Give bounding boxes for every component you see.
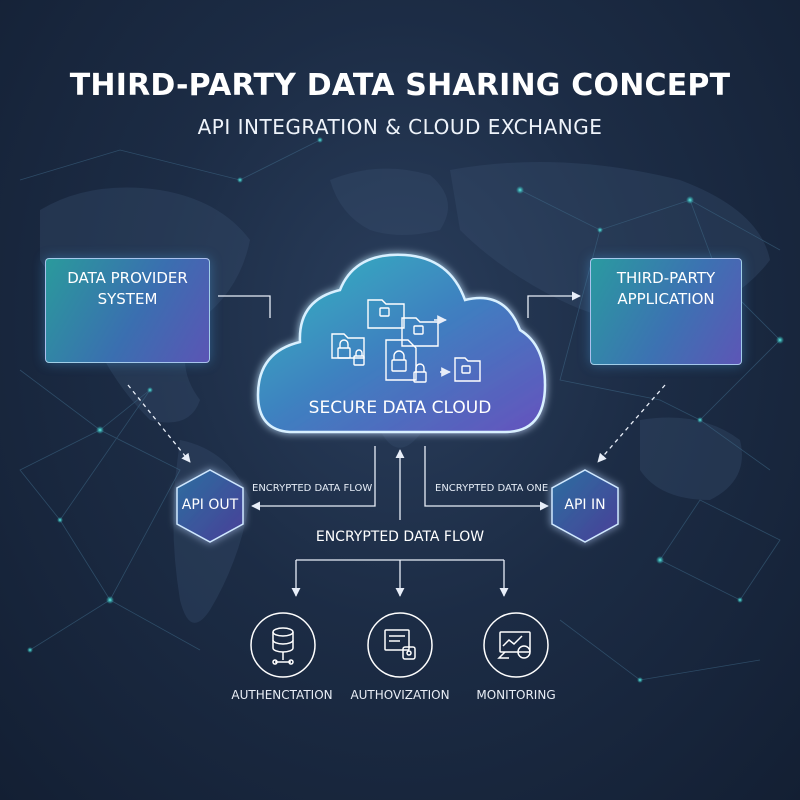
authentication-circle [250, 612, 316, 678]
monitoring-label: MONITORING [476, 688, 556, 702]
lock-icon [413, 363, 427, 383]
api-out-label: API OUT [181, 497, 239, 513]
database-icon [272, 627, 294, 665]
monitoring-icon [497, 631, 531, 659]
third-party-title: THIRD-PARTY APPLICATION [616, 269, 716, 308]
folder-icon [454, 357, 481, 382]
document-lock-icon [385, 339, 417, 381]
page-subtitle: API INTEGRATION & CLOUD EXCHANGE [197, 115, 603, 139]
lock-icon [353, 349, 365, 366]
thirdparty-to-api-in-arrow [597, 384, 666, 463]
cloud-file-icons [331, 299, 481, 383]
provider-to-cloud-line [218, 295, 271, 318]
data-provider-box: DATA PROVIDER SYSTEM [45, 258, 210, 363]
third-party-application-box: THIRD-PARTY APPLICATION [590, 258, 742, 365]
authorization-circle [367, 612, 433, 678]
page-title: THIRD-PARTY DATA SHARING CONCEPT [69, 68, 731, 103]
monitoring-circle [483, 612, 549, 678]
cloud-to-thirdparty-arrow [527, 291, 581, 318]
cloud-to-api-out-arrow [251, 446, 376, 511]
folder-icon [331, 333, 365, 359]
authentication-label: AUTHENCTATION [231, 688, 333, 702]
cloud-label: SECURE DATA CLOUD [308, 398, 492, 418]
flow-left-label: ENCRYPTED DATA FLOW [252, 483, 373, 494]
api-out-hexagon [176, 469, 244, 543]
api-in-hexagon [551, 469, 619, 543]
control-circles [250, 612, 549, 678]
network-nodes [27, 137, 784, 683]
provider-to-api-out-arrow [127, 384, 191, 463]
cloud-to-api-in-arrow [424, 446, 549, 511]
document-lock-icon [384, 629, 416, 660]
folder-icon [367, 299, 405, 329]
flow-main-label: ENCRYPTED DATA FLOW [315, 529, 485, 545]
authorization-label: AUTHOVIZATION [350, 688, 450, 702]
connector-lines [127, 291, 666, 597]
flow-right-label: ENCRYPTED DATA ONE [435, 483, 549, 494]
data-provider-title: DATA PROVIDER SYSTEM [67, 269, 188, 308]
secure-data-cloud [256, 253, 547, 434]
api-in-label: API IN [564, 497, 606, 513]
